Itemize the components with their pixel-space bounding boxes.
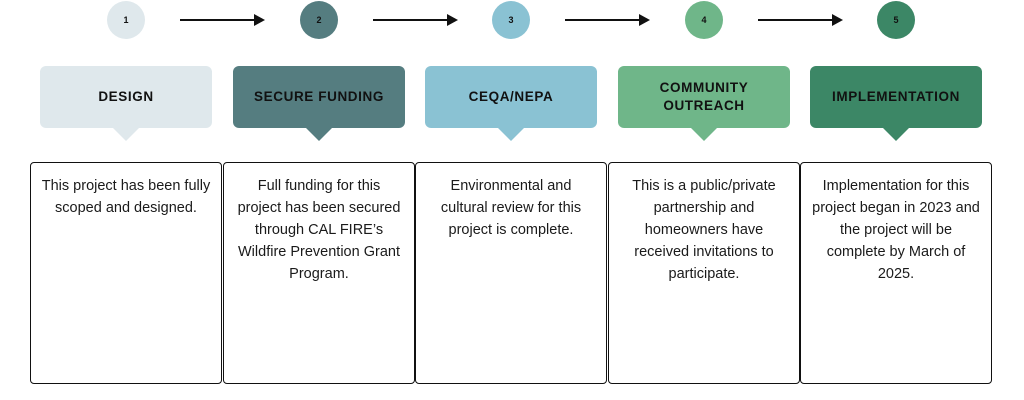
step-description: This is a public/private partnership and…	[632, 178, 776, 282]
step-header: SECURE FUNDING	[233, 66, 405, 128]
step-ceqa-nepa: 3 CEQA/NEPA Environmental and cultural r…	[415, 0, 607, 384]
step-description: Full funding for this project has been s…	[237, 178, 401, 282]
step-number: 5	[893, 15, 899, 25]
step-number-circle: 2	[300, 1, 338, 39]
step-number-circle: 3	[492, 1, 530, 39]
step-number: 2	[316, 15, 322, 25]
step-header: DESIGN	[40, 66, 212, 128]
step-header: COMMUNITY OUTREACH	[618, 66, 790, 128]
step-secure-funding: 2 SECURE FUNDING Full funding for this p…	[223, 0, 415, 384]
step-description: Environmental and cultural review for th…	[440, 178, 582, 238]
step-description: This project has been fully scoped and d…	[41, 178, 211, 216]
step-number-circle: 4	[685, 1, 723, 39]
header-tail-pointer	[690, 127, 718, 141]
step-header: IMPLEMENTATION	[810, 66, 982, 128]
header-tail-pointer	[882, 127, 910, 141]
step-description-box: Implementation for this project began in…	[800, 162, 992, 384]
step-title: COMMUNITY OUTREACH	[659, 80, 749, 113]
step-number-circle: 1	[107, 1, 145, 39]
arrow-icon	[373, 13, 458, 27]
arrow-icon	[180, 13, 265, 27]
step-description: Implementation for this project began in…	[812, 178, 980, 282]
step-description-box: Environmental and cultural review for th…	[415, 162, 607, 384]
header-tail-pointer	[497, 127, 525, 141]
step-design: 1 DESIGN This project has been fully sco…	[30, 0, 222, 384]
step-title: DESIGN	[98, 89, 154, 104]
step-title: CEQA/NEPA	[468, 89, 554, 104]
header-tail-pointer	[305, 127, 333, 141]
step-number: 4	[701, 15, 707, 25]
arrow-icon	[758, 13, 843, 27]
step-community-outreach: 4 COMMUNITY OUTREACH This is a public/pr…	[608, 0, 800, 384]
step-number: 3	[508, 15, 514, 25]
step-header: CEQA/NEPA	[425, 66, 597, 128]
header-tail-pointer	[112, 127, 140, 141]
step-description-box: Full funding for this project has been s…	[223, 162, 415, 384]
step-title: SECURE FUNDING	[254, 89, 384, 104]
step-number: 1	[123, 15, 129, 25]
step-number-circle: 5	[877, 1, 915, 39]
step-implementation: 5 IMPLEMENTATION Implementation for this…	[800, 0, 992, 384]
step-description-box: This is a public/private partnership and…	[608, 162, 800, 384]
step-title: IMPLEMENTATION	[832, 89, 960, 104]
arrow-icon	[565, 13, 650, 27]
step-description-box: This project has been fully scoped and d…	[30, 162, 222, 384]
